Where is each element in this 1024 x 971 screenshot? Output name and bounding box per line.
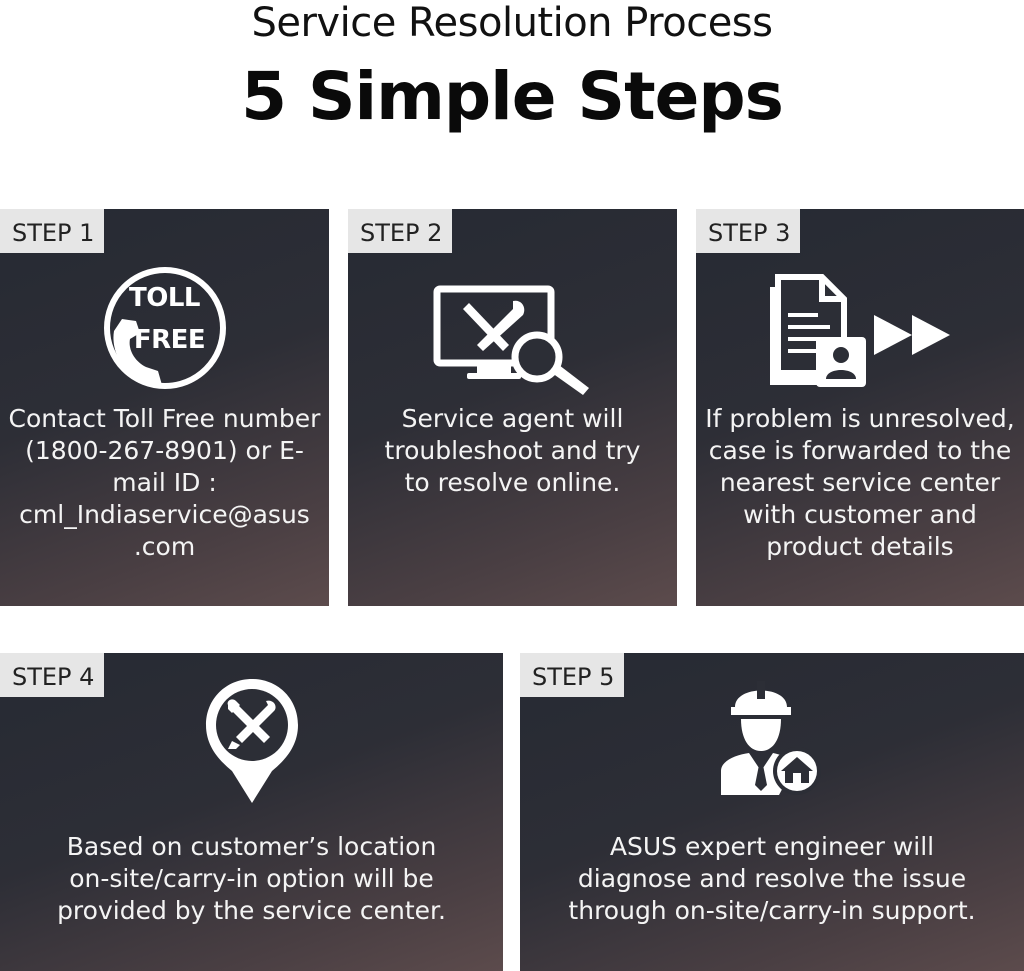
page-title: Service Resolution Process [251, 0, 773, 46]
step-2-text: Service agent will troubleshoot and try … [384, 404, 641, 497]
toll-text: TOLL [129, 283, 200, 313]
step-3-badge: STEP 3 [696, 209, 801, 253]
step-1-card: STEP 1 TOLL FREE Contact Toll Free numbe… [0, 209, 329, 606]
step-5-card: STEP 5 ASUS expert engineer will diagnos… [520, 653, 1024, 971]
engineer-home-icon [717, 675, 827, 807]
step-3-card: STEP 3 If problem is unresolved, case is… [696, 209, 1024, 606]
step-2-badge: STEP 2 [348, 209, 453, 253]
step-2-card: STEP 2 Service agent will troubleshoot a… [348, 209, 677, 606]
toll-free-phone-icon: TOLL FREE [100, 263, 230, 393]
step-5-badge: STEP 5 [520, 653, 625, 697]
step-5-text: ASUS expert engineer will diagnose and r… [568, 832, 976, 925]
document-forward-icon [764, 273, 956, 395]
page-subtitle: 5 Simple Steps [241, 58, 784, 135]
monitor-tools-magnifier-icon [433, 285, 593, 401]
step-3-text: If problem is unresolved, case is forwar… [705, 404, 1015, 561]
step-4-card: STEP 4 Based on customer’s location on-s… [0, 653, 503, 971]
free-text: FREE [133, 325, 206, 355]
step-4-badge: STEP 4 [0, 653, 105, 697]
step-1-text: Contact Toll Free number (1800-267-8901)… [8, 404, 321, 561]
step-1-badge: STEP 1 [0, 209, 105, 253]
step-4-text: Based on customer’s location on-site/car… [57, 832, 446, 925]
location-pin-tools-icon [202, 675, 302, 809]
